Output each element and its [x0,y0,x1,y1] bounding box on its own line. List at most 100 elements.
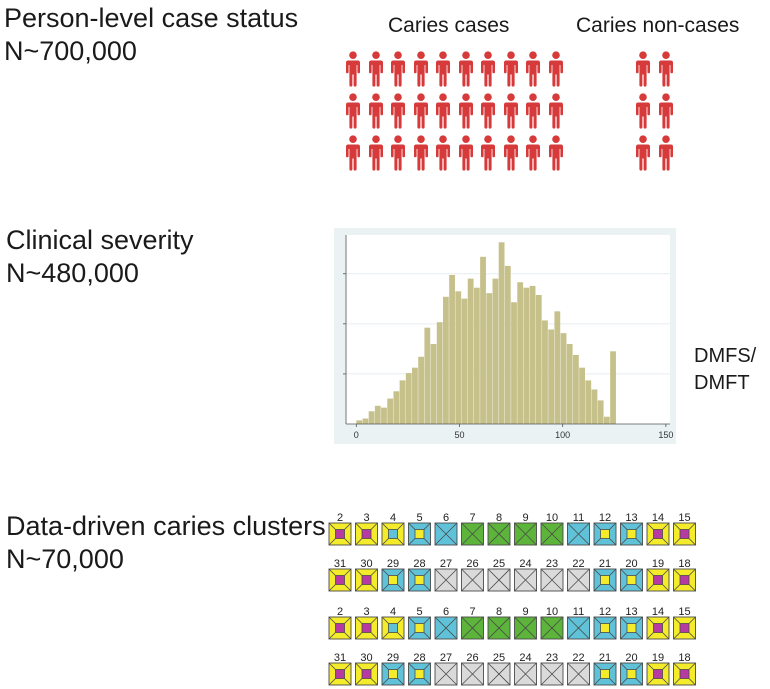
histogram-bar [603,416,610,424]
person-icon [526,51,540,87]
tooth-number: 5 [416,606,422,618]
tooth-icon [487,522,511,546]
person-icon [458,51,473,87]
histogram-bar [381,407,387,424]
tooth-icon [487,662,511,686]
tooth-number: 21 [599,652,611,664]
tooth-number: 27 [440,558,452,570]
histogram-bar [511,302,517,424]
tooth-icon [593,616,617,640]
person-icon [548,51,563,87]
person-icon [413,51,428,87]
tooth-number: 7 [469,512,475,524]
person-icon [548,135,563,171]
person-icon [503,93,518,129]
tooth-icon [487,568,511,592]
histogram-bar [356,420,363,424]
person-icon [481,51,495,87]
section-case-status-label: Person-level case status N~700,000 [4,2,298,68]
tooth-number: 26 [466,558,478,570]
histogram-bar [480,256,486,424]
section-n: N~700,000 [4,36,137,66]
histogram-bar [442,296,449,424]
tooth-icon [593,522,617,546]
histogram-bar [523,287,530,424]
tooth-number: 9 [522,606,528,618]
histogram-bar [430,344,437,424]
person-icon [658,51,673,87]
person-icon [436,51,450,87]
tooth-number: 2 [337,606,343,618]
histogram-bar [554,311,561,424]
histogram-bar [387,398,394,424]
histogram-bar [504,265,511,424]
tooth-number: 9 [522,512,528,524]
tooth-number: 4 [390,512,396,524]
histogram-bar [405,373,412,424]
tooth-number: 18 [678,558,690,570]
x-tick-label: 50 [454,430,464,440]
tooth-icon [355,522,378,546]
tooth-number: 5 [416,512,422,524]
tooth-icon [408,662,431,686]
tooth-number: 25 [493,558,505,570]
histogram-bar [591,389,598,424]
tooth-number: 26 [466,652,478,664]
tooth-icon [355,662,378,686]
tooth-icon [355,568,378,592]
tooth-icon [646,522,670,546]
tooth-number: 23 [546,558,558,570]
tooth-icon [434,568,458,592]
tooth-number: 22 [572,652,584,664]
tooth-icon [408,568,431,592]
tooth-number: 30 [360,652,372,664]
tooth-icon [461,568,484,592]
tooth-number: 23 [546,652,558,664]
tooth-icon [381,616,405,640]
tooth-icon [593,568,617,592]
x-tick-label: 150 [658,430,673,440]
tooth-icon [646,616,670,640]
tooth-number: 15 [678,512,690,524]
tooth-icon [461,522,484,546]
dmft-line: DMFT [694,372,750,394]
tooth-icon [328,522,352,546]
tooth-icon [408,616,431,640]
person-icon [503,135,518,171]
person-icon [391,93,405,129]
tooth-icon [540,616,564,640]
section-severity-label: Clinical severity N~480,000 [6,224,194,290]
tooth-icon [381,568,405,592]
tooth-number: 29 [387,558,399,570]
caries-noncases-title: Caries non-cases [576,14,740,37]
person-icon [636,93,650,129]
tooth-icon [514,522,537,546]
tooth-number: 10 [546,606,558,618]
tooth-number: 20 [625,558,637,570]
person-icon [391,135,405,171]
histogram-bar [455,291,462,424]
tooth-number: 18 [678,652,690,664]
histogram-bar [486,293,493,424]
histogram-bar [399,380,406,424]
tooth-number: 11 [573,512,584,524]
histogram-bar [529,285,536,424]
tooth-number: 13 [625,606,637,618]
histogram-bar [449,274,455,424]
person-icon [548,93,563,129]
histogram-bar [467,278,474,424]
tooth-icon [567,616,590,640]
tooth-icon [355,616,378,640]
person-icon [391,51,405,87]
tooth-number: 7 [469,606,475,618]
tooth-icon [434,616,458,640]
tooth-icon [540,662,564,686]
x-tick-label: 0 [354,430,359,440]
tooth-icon [620,522,643,546]
tooth-number: 4 [390,606,396,618]
tooth-number: 6 [443,512,449,524]
tooth-number: 31 [334,558,346,570]
caries-noncases-icons [632,51,677,177]
histogram-bar [412,367,418,424]
